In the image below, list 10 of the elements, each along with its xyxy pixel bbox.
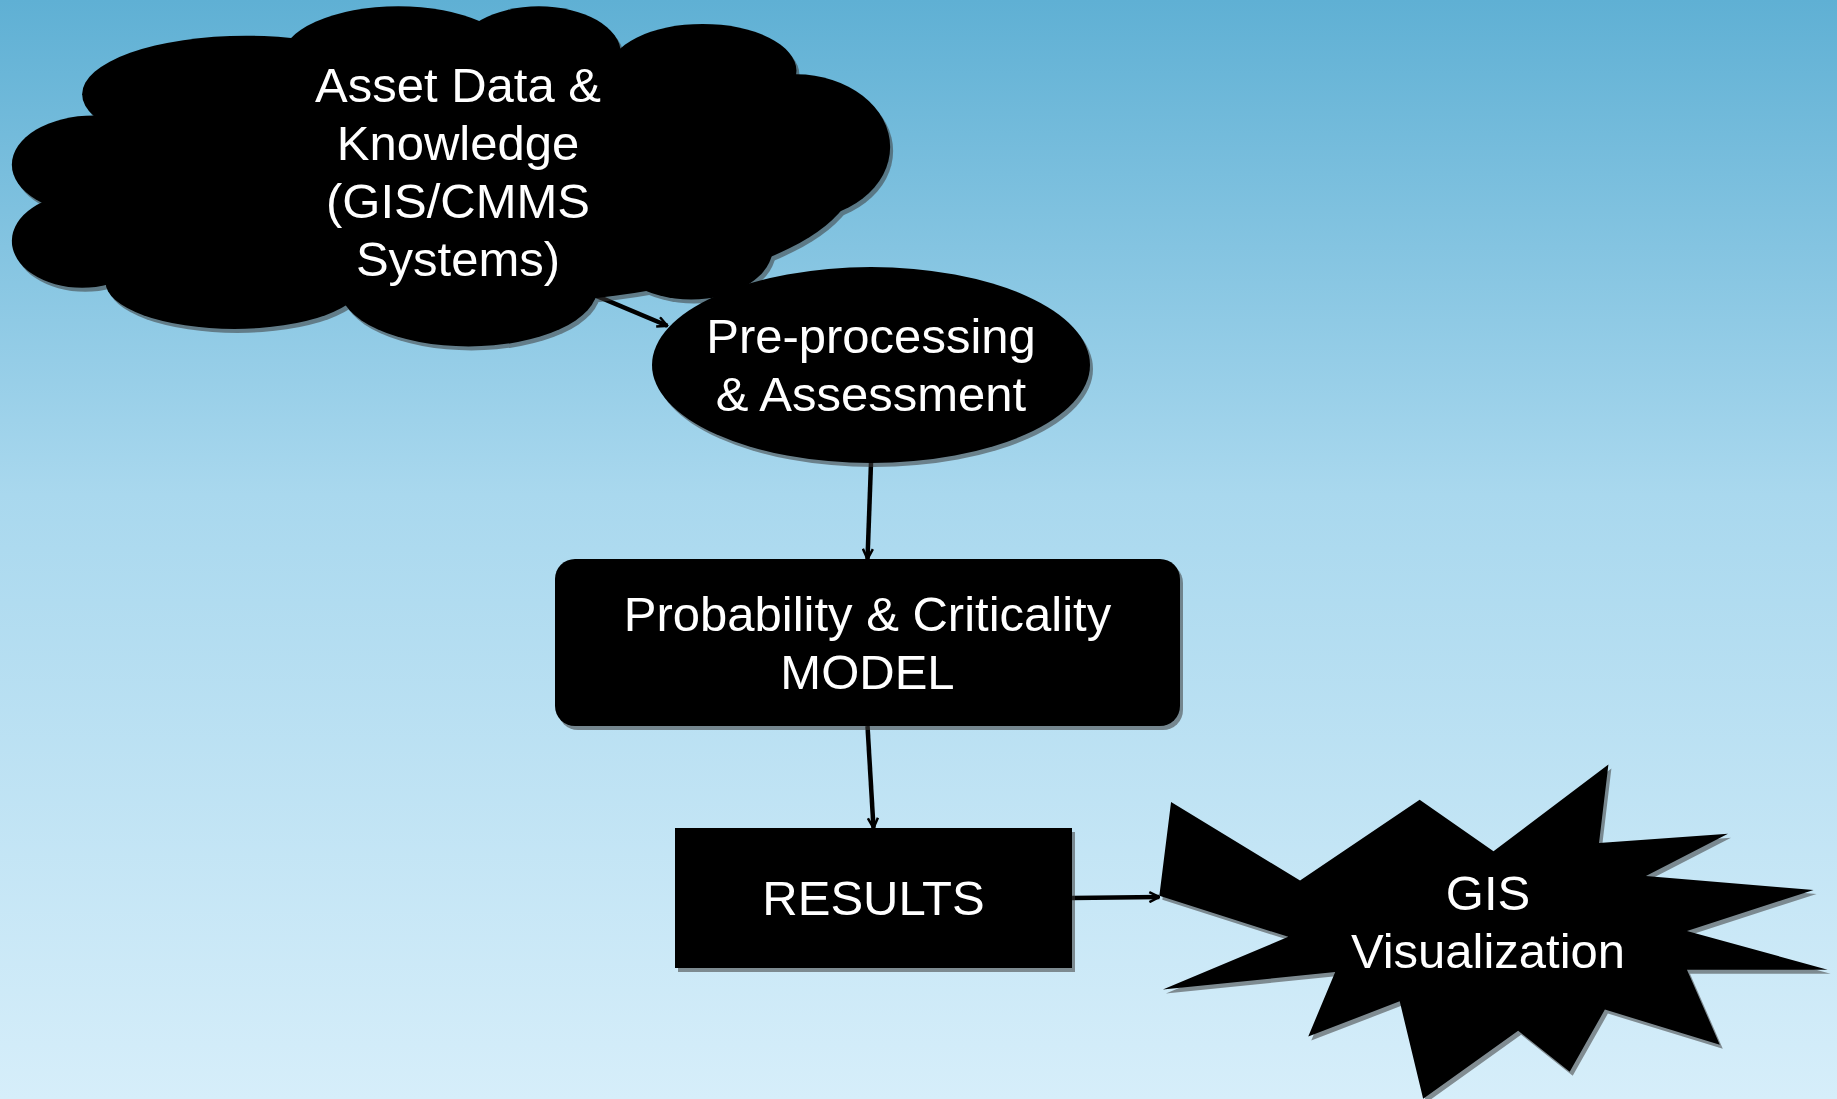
node-label: Probability & Criticality MODEL (622, 585, 1113, 701)
node-label: Asset Data & Knowledge (GIS/CMMS Systems) (314, 57, 602, 288)
node-label: RESULTS (762, 870, 985, 927)
arrow (861, 462, 875, 561)
process-box (675, 828, 1072, 968)
node-label: GIS Visualization (1349, 865, 1627, 980)
rounded-process-box (555, 559, 1180, 726)
arrow (865, 725, 880, 830)
arrow (1071, 890, 1161, 904)
node-label: Pre-processing & Assessment (705, 308, 1037, 423)
